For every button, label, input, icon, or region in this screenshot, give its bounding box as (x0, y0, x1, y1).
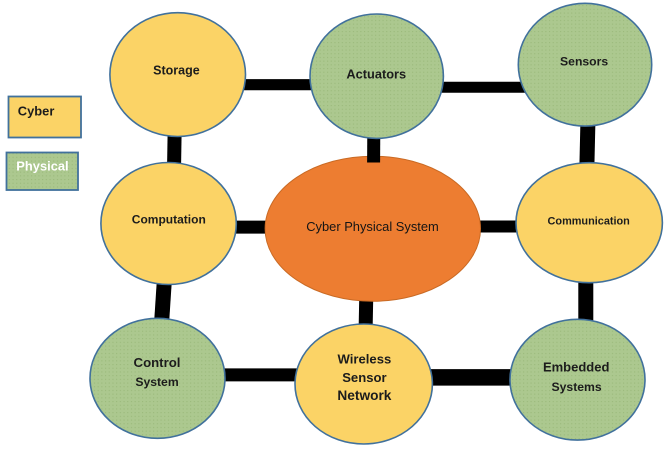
svg-text:Control: Control (134, 355, 181, 370)
svg-text:Storage: Storage (153, 63, 200, 77)
svg-text:Systems: Systems (552, 380, 602, 394)
svg-text:System: System (135, 375, 179, 389)
svg-text:Sensor: Sensor (342, 370, 386, 385)
svg-text:Cyber: Cyber (18, 104, 55, 119)
svg-text:Network: Network (337, 388, 391, 403)
svg-text:Physical: Physical (16, 159, 68, 174)
svg-text:Cyber Physical System: Cyber Physical System (306, 219, 439, 234)
svg-text:Wireless: Wireless (338, 351, 392, 366)
svg-text:Sensors: Sensors (560, 55, 608, 69)
svg-text:Embedded: Embedded (543, 360, 610, 375)
svg-text:Computation: Computation (132, 213, 206, 227)
svg-text:Communication: Communication (548, 215, 630, 227)
svg-text:Actuators: Actuators (346, 67, 406, 82)
